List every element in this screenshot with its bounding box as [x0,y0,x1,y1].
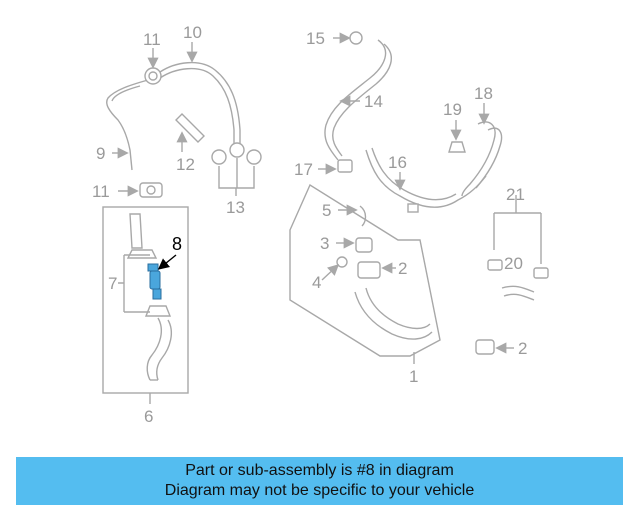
label-9: 9 [96,144,105,163]
label-7: 7 [108,274,117,293]
label-12: 12 [176,155,195,174]
right-side-parts [487,212,549,301]
label-20: 20 [504,254,523,273]
left-hose-assembly [102,206,189,394]
label-17: 17 [294,160,313,179]
label-5: 5 [322,201,331,220]
label-16: 16 [388,153,407,172]
label-11-top: 11 [143,30,161,49]
label-8: 8 [172,234,182,254]
callout-labels: 11 10 9 11 12 13 7 8 6 15 14 17 16 19 18… [92,23,527,426]
upper-left-pipe-assembly [106,62,262,198]
info-banner: Part or sub-assembly is #8 in diagram Di… [16,457,623,505]
label-4: 4 [312,273,321,292]
highlighted-part-8 [147,254,177,300]
parts-diagram: 11 10 9 11 12 13 7 8 6 15 14 17 16 19 18… [92,23,549,426]
label-2-lower: 2 [518,339,527,358]
label-3: 3 [320,234,329,253]
label-1: 1 [409,367,418,386]
label-18: 18 [474,84,493,103]
lower-right-assembly [289,183,495,357]
label-15: 15 [306,29,325,48]
leader-lines [112,32,517,404]
label-10: 10 [183,23,202,42]
upper-right-hose-assembly [324,31,503,213]
label-11-bottom: 11 [92,182,110,201]
label-21: 21 [506,185,525,204]
label-13: 13 [226,198,245,217]
label-6: 6 [144,407,153,426]
label-19: 19 [443,100,462,119]
banner-line-2: Diagram may not be specific to your vehi… [164,482,475,499]
label-2-upper: 2 [398,259,407,278]
banner-line-1: Part or sub-assembly is #8 in diagram [185,462,454,479]
label-14: 14 [364,92,383,111]
